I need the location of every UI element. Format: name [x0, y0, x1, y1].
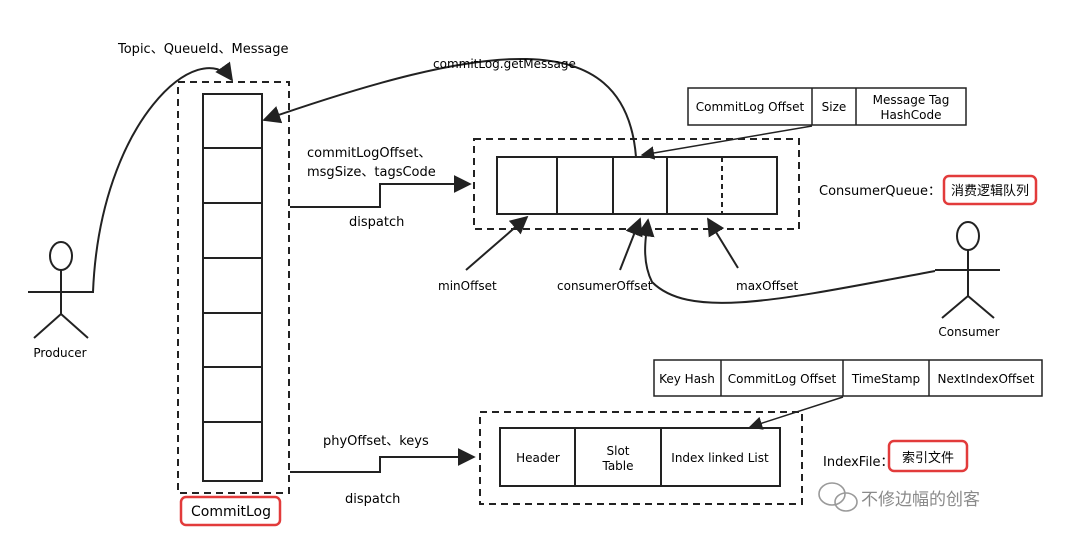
- index-file-highlight-box: [887, 439, 969, 473]
- producer-message-label: Topic、QueueId、Message: [117, 42, 288, 57]
- index-section-header: Header: [516, 451, 560, 465]
- index-file-dashed-frame: [479, 411, 803, 505]
- consumer-label: Consumer: [938, 325, 999, 339]
- consumer-offset-label: consumerOffset: [557, 279, 653, 293]
- queue-entry-tag-line2: HashCode: [881, 108, 942, 122]
- queue-entry-commitlog-offset: CommitLog Offset: [696, 100, 805, 114]
- queue-entry-size: Size: [822, 100, 847, 114]
- producer-actor: [28, 241, 94, 339]
- min-offset-label: minOffset: [438, 279, 497, 293]
- wechat-icon: [818, 482, 858, 512]
- index-file-label: IndexFile：: [823, 455, 894, 470]
- index-section-linked-list: Index linked List: [671, 451, 769, 465]
- consumer-queue-highlight: 消费逻辑队列: [951, 184, 1029, 199]
- dispatch-top-label: dispatch: [349, 215, 404, 230]
- commitlog-label-box: [179, 495, 282, 527]
- index-entry-timestamp: TimeStamp: [851, 372, 920, 386]
- index-file-cells: [499, 427, 781, 487]
- watermark-text: 不修边幅的创客: [861, 490, 980, 510]
- producer-to-commitlog-arrow: [92, 61, 234, 293]
- commitlog-label: CommitLog: [191, 504, 271, 520]
- dispatch-to-queue-arrow: [290, 175, 472, 208]
- entry-to-index-arrow: [748, 396, 844, 430]
- index-entry-key-hash: Key Hash: [659, 372, 715, 386]
- get-message-arrow: [262, 57, 637, 158]
- queue-entry-tag-line1: Message Tag: [873, 93, 950, 107]
- entry-to-queue-arrow: [640, 125, 813, 160]
- commitlog-dashed-frame: [177, 81, 290, 494]
- dispatch-bottom-label: dispatch: [345, 492, 400, 507]
- min-offset-arrow: [465, 215, 529, 271]
- max-offset-arrow: [707, 217, 739, 269]
- dispatch-to-index-arrow: [290, 448, 476, 473]
- queue-params-line2: msgSize、tagsCode: [307, 165, 436, 180]
- consumer-actor: [935, 221, 1000, 319]
- index-section-slot-line2: Table: [601, 459, 633, 473]
- queue-entry-box: [687, 87, 967, 126]
- consumer-queue-highlight-box: [942, 174, 1038, 206]
- index-entry-box: [653, 359, 1043, 397]
- index-entry-commitlog-offset: CommitLog Offset: [728, 372, 837, 386]
- max-offset-label: maxOffset: [736, 279, 798, 293]
- consumer-to-queue-arrow: [636, 218, 936, 304]
- consumer-queue-label: ConsumerQueue：: [819, 184, 941, 199]
- index-file-highlight: 索引文件: [902, 451, 954, 466]
- index-params-label: phyOffset、keys: [323, 434, 429, 449]
- consumer-queue-cells: [496, 156, 778, 215]
- consumer-offset-arrow: [619, 217, 643, 271]
- get-message-label: commitLog.getMessage: [433, 57, 576, 71]
- index-section-slot-line1: Slot: [607, 444, 630, 458]
- queue-params-line1: commitLogOffset、: [307, 146, 431, 161]
- commitlog-cells: [202, 93, 263, 482]
- producer-label: Producer: [33, 346, 86, 360]
- index-entry-next-offset: NextIndexOffset: [937, 372, 1034, 386]
